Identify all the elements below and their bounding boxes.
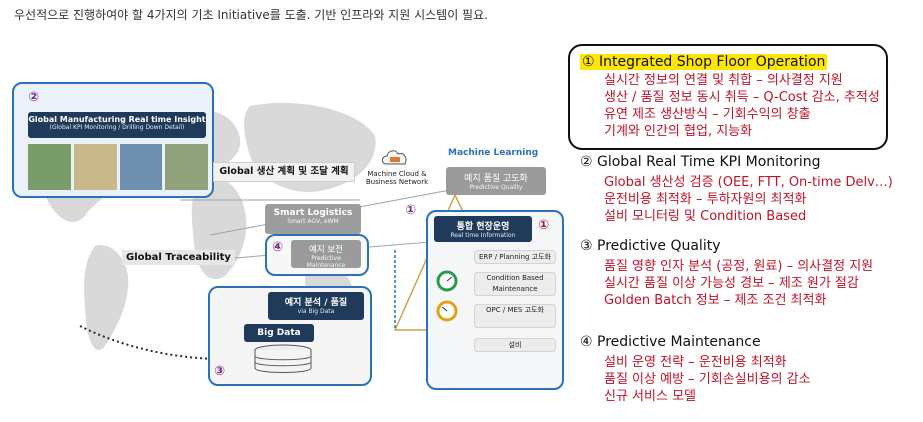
ops-item-equipment: 설비 [474,338,556,352]
panel-section-2: ② Global Real Time KPI Monitoring Global… [580,154,893,225]
section-4-line-1: 설비 운영 전략 – 운전비용 최적화 [604,355,787,370]
global-traceability-label: Global Traceability [122,250,235,265]
logistics-number: ① [405,203,417,218]
section-2-line-3: 설비 모니터링 및 Condition Based [604,209,807,224]
insight-title-bar: Global Manufacturing Real time Insight (… [28,112,206,138]
section-2-line-2: 운전비용 최적화 – 투하자원의 최적화 [604,192,807,207]
cloud-icon [380,146,410,168]
ops-sub: Real time Information [450,232,516,239]
section-3-line-2: 실시간 품질 이상 가능성 경보 – 제조 원가 절감 [604,276,859,291]
section-2-line-1: Global 생산성 검증 (OEE, FTT, On-time Delv…) [604,175,893,190]
insight-subtitle: (Global KPI Monitoring / Drilling Down D… [49,124,185,131]
ops-title: 통합 현장운영 [456,222,510,232]
bigdata-region: 예지 분석 / 품질 via Big Data Big Data ③ [208,286,372,386]
insight-number: ② [28,90,40,105]
panel-section-1: ① Integrated Shop Floor Operation 실시간 정보… [580,54,880,140]
maintenance-sub: Predictive Maintenance [306,255,346,269]
maintenance-inner: 예지 보전 Predictive Maintenance [291,240,361,269]
gauge-icon-2 [436,300,458,326]
insight-title: Global Manufacturing Real time Insight [28,115,206,124]
section-3-line-1: 품질 영향 인자 분석 (공정, 원료) – 의사결정 지원 [604,259,874,274]
predictive-maintenance-box: ④ 예지 보전 Predictive Maintenance [265,234,369,276]
panel-section-4: ④ Predictive Maintenance 설비 운영 전략 – 운전비용… [580,334,811,405]
analysis-title: 예지 분석 / 품질 [284,298,348,308]
maintenance-number: ④ [272,240,284,255]
section-4-title: ④ Predictive Maintenance [580,334,761,350]
cloud-label: Machine Cloud & Business Network [365,170,429,186]
section-1-line-4: 기계와 인간의 협업, 지능화 [604,124,753,139]
ops-title-bar: 통합 현장운영 Real time Information [434,216,532,242]
insight-box: ② Global Manufacturing Real time Insight… [12,82,214,198]
section-1-line-1: 실시간 정보의 연결 및 취합 – 의사결정 지원 [604,73,843,88]
predictive-quality-box: 예지 품질 고도화 Predictive Quality [446,167,546,195]
section-1-title: ① Integrated Shop Floor Operation [580,54,828,70]
gauge-icon [436,270,458,296]
machine-learning-label: Machine Learning [448,148,539,158]
logistics-sub: Smart AGV, eWM [287,218,339,225]
bigdata-number: ③ [214,364,226,379]
global-plan-label: Global 생산 계획 및 조달 계획 [213,162,355,182]
logistics-title: Smart Logistics [273,208,353,218]
bigdata-label: Big Data [244,324,314,342]
section-1-line-3: 유연 제조 생산방식 – 기회수익의 창출 [604,107,811,122]
headline: 우선적으로 진행하여야 할 4가지의 기초 Initiative를 도출. 기반… [14,8,488,22]
quality-title: 예지 품질 고도화 [464,174,528,184]
ops-item-erp: ERP / Planning 고도화 [474,250,556,264]
section-3-line-3: Golden Batch 정보 – 제조 조건 최적화 [604,293,827,308]
ops-item-opc: OPC / MES 고도화 [474,304,556,328]
section-1-line-2: 생산 / 품질 정보 동시 취득 – Q-Cost 감소, 추적성 [604,90,880,105]
panel-section-3: ③ Predictive Quality 품질 영향 인자 분석 (공정, 원료… [580,238,873,309]
analysis-sub: via Big Data [297,308,335,315]
ops-item-cbm: Condition Based Maintenance [474,272,556,296]
maintenance-title: 예지 보전 [309,245,343,255]
dashboard-thumbnails [28,144,208,190]
section-3-title: ③ Predictive Quality [580,238,721,254]
section-2-title: ② Global Real Time KPI Monitoring [580,154,821,170]
smart-logistics-box: Smart Logistics Smart AGV, eWM [265,204,361,234]
quality-sub: Predictive Quality [469,184,523,191]
analysis-box: 예지 분석 / 품질 via Big Data [268,292,364,320]
section-4-line-3: 신규 서비스 모델 [604,389,696,404]
ops-number: ① [538,218,550,233]
integrated-operations-box: 통합 현장운영 Real time Information ① ERP / Pl… [426,210,564,390]
section-4-line-2: 품질 이상 예방 – 기회손실비용의 감소 [604,372,811,387]
highlight-frame [568,44,888,150]
database-icon [252,344,314,378]
